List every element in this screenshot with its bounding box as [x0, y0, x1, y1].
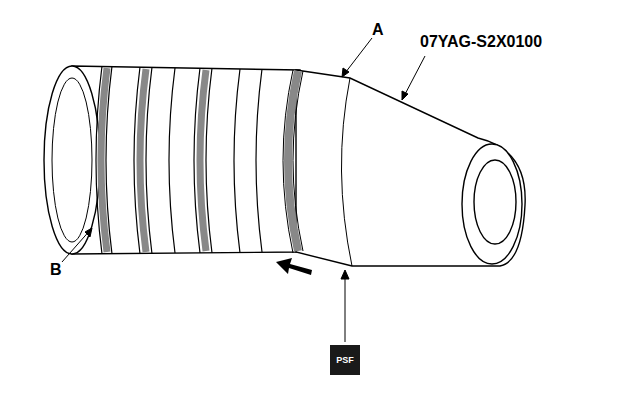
callout-letter: A	[372, 22, 384, 38]
tool-number: 07YAG-S2X0100	[420, 34, 542, 50]
fluid-icon: PSF	[330, 345, 360, 375]
callout-letter: B	[50, 262, 62, 278]
icon-text: PSF	[336, 355, 354, 365]
